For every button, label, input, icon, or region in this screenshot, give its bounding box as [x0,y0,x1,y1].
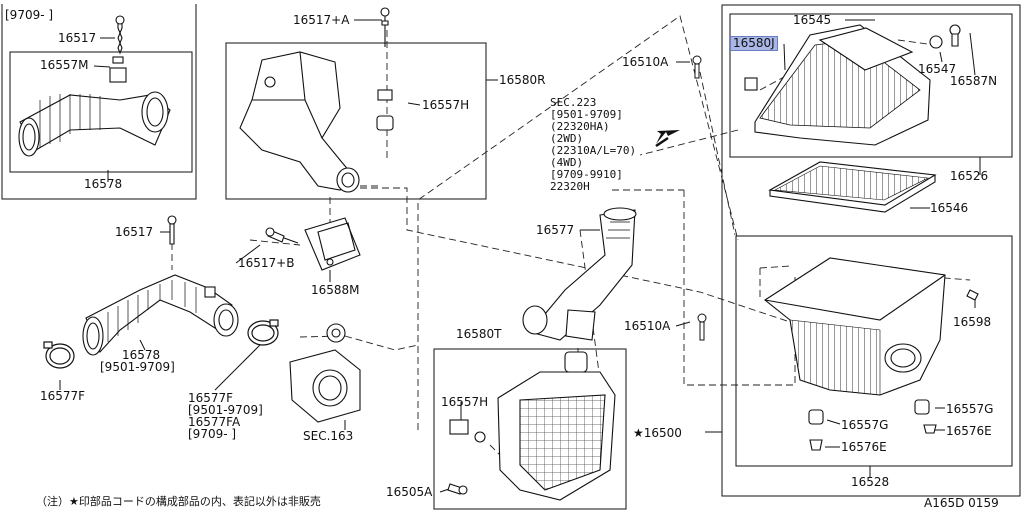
bracket-16588m [265,217,361,271]
label-16598: 16598 [953,315,992,329]
box-16580r [225,42,487,200]
label-16576e-left: 16576E [841,440,887,454]
label-16577f-date: [9501-9709] [188,403,263,417]
sec223-line-8: 22320H [550,180,590,193]
air-cleaner-case-16528 [764,257,979,451]
label-16580j-highlighted: 16580J [730,36,778,51]
intake-duct-16578 [82,215,239,356]
box-16526 [729,13,1013,158]
box-16500 [721,4,1021,497]
label-16577fa-date: [9709- ] [188,427,237,441]
label-16526: 16526 [950,169,989,183]
direction-arrow-icon [655,130,680,148]
sec223-line-3: (22320HA) [550,120,610,133]
label-16588m: 16588M [311,283,360,297]
label-16517-inset: 16517 [58,31,97,45]
footnote: （注）★印部品コードの構成部品の内、表記以外は非販売 [36,495,321,508]
sec223-line-2: [9501-9709] [550,108,623,121]
label-16580r: 16580R [499,73,546,87]
label-16557m: 16557M [40,58,89,72]
label-sec163: SEC.163 [303,429,354,443]
inset-intake-duct [18,15,171,157]
label-16576e-right: 16576E [946,424,992,438]
sec223-line-6: (4WD) [550,156,584,169]
label-16546: 16546 [930,201,969,215]
label-16517a: 16517+A [293,13,350,27]
resonator-16580t [447,351,616,501]
label-16557g-left: 16557G [841,418,889,432]
label-16517b: 16517+B [238,256,295,270]
label-16547: 16547 [918,62,957,76]
box-16528 [735,235,1013,467]
hose-16577 [522,207,637,341]
label-16577: 16577 [536,223,575,237]
label-16500: ★16500 [633,426,682,440]
label-16578-date: [9501-9709] [100,360,175,374]
box-16580t [433,348,627,510]
label-16557h-top: 16557H [422,98,470,112]
label-16545: 16545 [793,13,832,27]
sec223-line-1: SEC.223 [550,96,597,109]
label-16528: 16528 [851,475,890,489]
inset-date-header: [9709- ] [5,8,54,22]
resonator-16580r [239,7,394,193]
dashed-leaders [171,15,971,456]
sec223-line-5: (22310A/L=70) [550,144,637,157]
label-16517-left: 16517 [115,225,154,239]
label-16557h-low: 16557H [441,395,489,409]
clamp-16577f [43,319,279,369]
label-16510a-mid: 16510A [624,319,671,333]
label-16587n: 16587N [950,74,998,88]
figure-id: A165D 0159 [924,496,999,510]
label-16557g-right: 16557G [946,402,994,416]
label-16578-main: 16578 [122,348,161,362]
label-16578-inset: 16578 [84,177,123,191]
label-16580t: 16580T [456,327,502,341]
label-16577fa: 16577FA [188,415,241,429]
sec223-line-4: (2WD) [550,132,584,145]
label-16577f-right: 16577F [188,391,234,405]
air-filter-16546 [768,161,937,213]
solid-leaders [59,19,981,493]
sec223-line-7: [9709-9910] [550,168,623,181]
bolts-16510a [692,55,707,341]
label-16577f-left: 16577F [40,389,86,403]
label-16510a-top: 16510A [622,55,669,69]
air-cleaner-cover-16526 [744,24,961,146]
inset-box-9709 [1,4,197,200]
label-16505a: 16505A [386,485,433,499]
throttle-body-sec163 [289,323,361,423]
